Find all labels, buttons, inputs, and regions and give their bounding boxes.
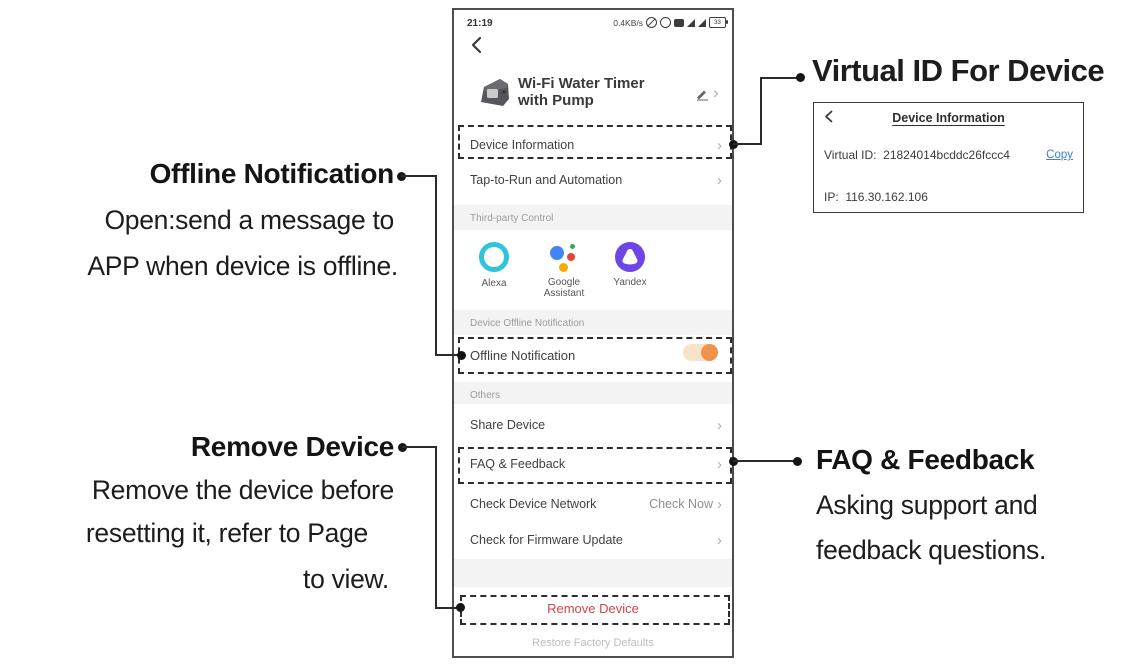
device-information-card: Device Information Virtual ID: 21824014b… (813, 102, 1084, 213)
row-label: Offline Notification (470, 347, 576, 363)
row-tap-to-run[interactable]: Tap-to-Run and Automation › (470, 170, 722, 190)
faq-annotation-title: FAQ & Feedback (816, 444, 1035, 475)
section-device-offline-notification: Device Offline Notification (470, 318, 585, 329)
restore-factory-defaults-button[interactable]: Restore Factory Defaults (532, 637, 654, 649)
connector-line (401, 175, 437, 177)
section-band (454, 310, 732, 335)
status-time: 21:19 (467, 18, 493, 29)
row-label: Check for Firmware Update (470, 533, 623, 547)
row-label: Device Information (470, 138, 575, 152)
virtual-id-label: Virtual ID: (824, 148, 877, 162)
connector-line (760, 77, 762, 145)
alexa-icon (479, 242, 509, 272)
remove-annotation-line1: Remove the device before (91, 475, 394, 505)
faq-annotation-line1: Asking support and (816, 490, 1038, 520)
virtual-id-row: Virtual ID: 21824014bcddc26fccc4 (824, 148, 1010, 162)
signal-icon-sim1 (687, 18, 695, 27)
connector-line (435, 607, 461, 609)
virtual-id-annotation-title: Virtual ID For Device (812, 53, 1105, 88)
phone-screen: 21:19 0.4KB/s 33 Wi-Fi Water Timer (452, 8, 734, 658)
remove-annotation-line2: resetting it, refer to Page (85, 518, 368, 548)
chevron-icon: › (717, 416, 722, 434)
row-device-information[interactable]: Device Information › (470, 135, 722, 155)
connector-dot (456, 603, 465, 612)
signal-icon-sim2 (698, 18, 706, 27)
third-party-yandex[interactable]: Yandex (600, 242, 660, 288)
device-title: Wi-Fi Water Timer with Pump (518, 75, 645, 109)
connector-line (435, 354, 462, 356)
status-icons: 0.4KB/s 33 (613, 17, 728, 28)
offline-annotation-title: Offline Notification (149, 158, 395, 189)
card-back-icon[interactable] (824, 110, 833, 128)
chevron-icon: › (717, 455, 722, 473)
connector-line (733, 143, 762, 145)
back-chevron-icon (471, 36, 482, 54)
connector-line (733, 460, 797, 462)
connector-dot (796, 73, 805, 82)
connector-line (435, 446, 437, 609)
faq-annotation-line2: feedback questions. (816, 535, 1047, 565)
battery-icon: 33 (709, 17, 728, 28)
ip-label: IP: (824, 190, 839, 204)
section-others: Others (470, 390, 501, 401)
hd-icon (674, 18, 684, 27)
third-party-google-assistant[interactable]: Google Assistant (534, 242, 594, 299)
ip-value: 116.30.162.106 (845, 190, 928, 204)
row-label: Check Device Network (470, 497, 597, 511)
connector-line (760, 77, 801, 79)
row-faq-feedback[interactable]: FAQ & Feedback › (470, 454, 722, 474)
yandex-icon (615, 242, 645, 272)
chevron-icon: › (717, 171, 722, 189)
row-offline-notification: Offline Notification (470, 345, 722, 365)
alexa-label: Alexa (481, 278, 507, 289)
connector-line (435, 175, 437, 356)
card-title: Device Information (892, 111, 1005, 125)
connector-line (402, 446, 437, 448)
remove-annotation-title: Remove Device (190, 431, 394, 462)
offline-notification-toggle[interactable] (683, 344, 718, 361)
section-third-party-control: Third-party Control (470, 213, 554, 224)
offline-annotation-line2: APP when device is offline. (87, 251, 398, 281)
section-band (454, 559, 732, 587)
chevron-icon: › (717, 531, 722, 549)
row-share-device[interactable]: Share Device › (470, 415, 722, 435)
chevron-icon: › (717, 136, 722, 154)
section-band (454, 205, 732, 230)
row-check-device-network[interactable]: Check Device Network Check Now › (470, 494, 722, 514)
virtual-id-value: 21824014bcddc26fccc4 (883, 148, 1010, 162)
alarm-icon (660, 17, 671, 28)
network-speed: 0.4KB/s (613, 17, 643, 28)
toggle-knob (701, 344, 718, 361)
row-label: Tap-to-Run and Automation (470, 173, 623, 187)
remove-device-button[interactable]: Remove Device (547, 601, 639, 616)
device-header-chevron-icon[interactable]: › (713, 83, 719, 102)
edit-pencil-icon[interactable] (695, 87, 709, 106)
chevron-icon: › (717, 495, 722, 513)
connector-dot (793, 457, 802, 466)
third-party-alexa[interactable]: Alexa (464, 242, 524, 289)
device-thumbnail-icon (476, 72, 514, 117)
yandex-label: Yandex (613, 277, 647, 288)
google-assistant-label: Google Assistant (543, 277, 585, 299)
check-now-label: Check Now (649, 497, 713, 511)
mute-icon (646, 17, 657, 28)
row-label: FAQ & Feedback (470, 457, 566, 471)
google-assistant-icon (549, 242, 579, 272)
section-band (454, 382, 732, 404)
row-check-firmware-update[interactable]: Check for Firmware Update › (470, 530, 722, 550)
ip-row: IP: 116.30.162.106 (824, 190, 928, 204)
remove-annotation-line3: to view. (303, 564, 389, 594)
back-button[interactable] (470, 36, 482, 59)
copy-link[interactable]: Copy (1046, 149, 1073, 161)
row-label: Share Device (470, 418, 546, 432)
offline-annotation-line1: Open:send a message to (104, 205, 394, 235)
connector-dot (457, 351, 466, 360)
